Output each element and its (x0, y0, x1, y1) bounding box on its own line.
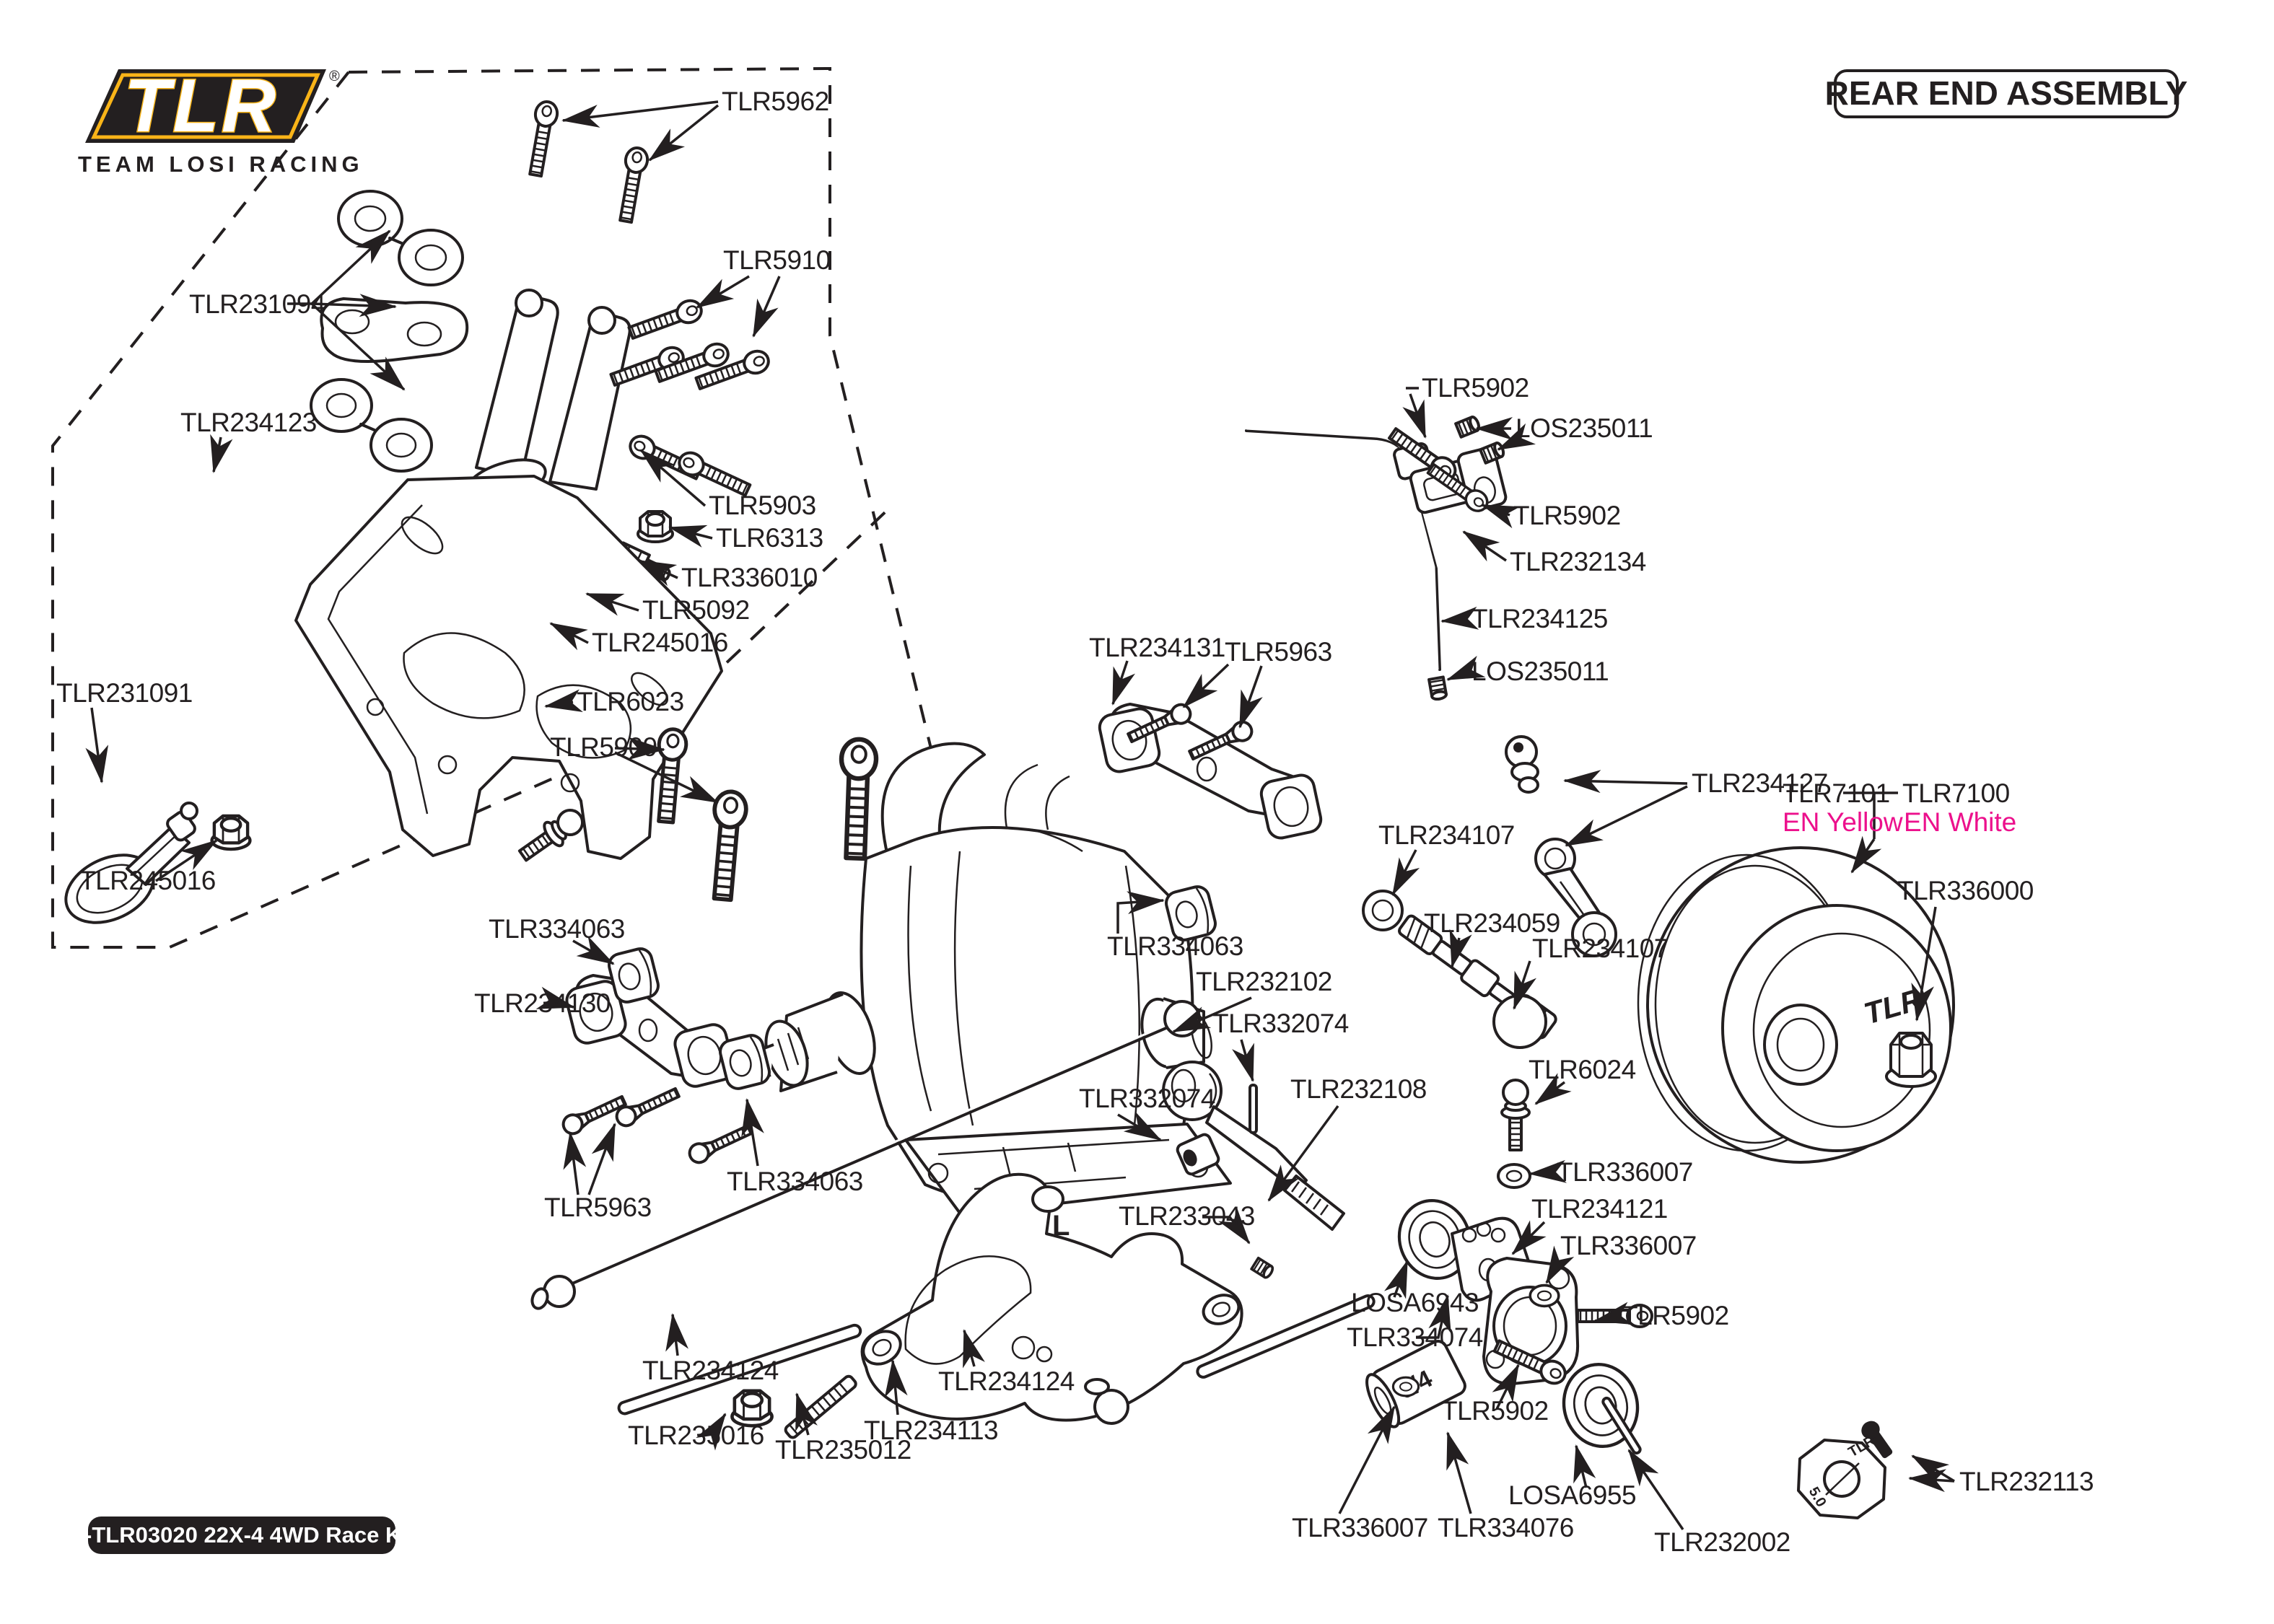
callout-tlr5910: TLR5910 (723, 245, 831, 275)
callout-tlr5902-a: TLR5902 (1422, 373, 1529, 403)
callout-tlr5902-c: TLR5902 (1622, 1301, 1729, 1330)
part-pivot-brace-right (1098, 703, 1323, 840)
callout-tlr232102: TLR232102 (1196, 967, 1332, 996)
part-screw-cluster (608, 296, 774, 501)
callout-tlr334063-c: TLR334063 (1107, 931, 1243, 961)
callout-tlr336000: TLR336000 (1897, 876, 2034, 905)
callout-tlr7101: TLR7101 (1783, 778, 1890, 808)
callout-tlr336007-b: TLR336007 (1560, 1231, 1697, 1260)
callout-tlr234059: TLR234059 (1424, 908, 1560, 938)
callout-tlr336007-a: TLR336007 (1557, 1157, 1693, 1187)
arm-side-marking: L (1052, 1210, 1070, 1242)
callout-en-white: EN White (1904, 807, 2016, 837)
callout-tlr5909: TLR5909 (550, 732, 657, 762)
callout-tlr234121: TLR234121 (1531, 1194, 1668, 1224)
kit-badge-label: C-TLR03020 22X-4 4WD Race Kit (69, 1522, 416, 1548)
part-camber-link (530, 1000, 1201, 1310)
callout-losa6955: LOSA6955 (1508, 1480, 1636, 1510)
part-body-mount (64, 802, 198, 924)
callout-tlr234125: TLR234125 (1471, 604, 1608, 633)
part-wheel-hex: TLR 5.0 (1797, 1421, 1893, 1519)
callout-tlr234131: TLR234131 (1089, 633, 1225, 662)
callout-tlr6313: TLR6313 (716, 523, 823, 553)
callout-tlr332074-b: TLR332074 (1079, 1084, 1215, 1113)
callout-tlr332074-a: TLR332074 (1212, 1009, 1349, 1038)
page-title: REAR END ASSEMBLY (1825, 74, 2188, 112)
part-shock-tower (294, 475, 723, 860)
part-wheel-nut (1885, 1032, 1937, 1088)
callout-tlr5962: TLR5962 (722, 87, 829, 116)
callout-tlr234113: TLR234113 (864, 1415, 998, 1445)
callout-tlr231091: TLR231091 (56, 678, 193, 708)
callout-tlr232134: TLR232134 (1510, 547, 1646, 576)
title-box: REAR END ASSEMBLY (1825, 69, 2188, 118)
part-locknut-left (212, 816, 250, 849)
callout-tlr334074: TLR334074 (1347, 1322, 1483, 1352)
tlr-logo: TLR ® TEAM LOSI RACING (78, 63, 364, 177)
callout-tlr234123: TLR234123 (180, 408, 317, 437)
callout-tlr5902-d: TLR5902 (1441, 1396, 1549, 1426)
callout-tlr5963-a: TLR5963 (544, 1193, 652, 1222)
part-setscrew-long (784, 1374, 857, 1439)
part-sway-link (1505, 735, 1617, 957)
callout-tlr231094: TLR231094 (189, 289, 325, 319)
callout-tlr232002: TLR232002 (1654, 1527, 1790, 1557)
callout-los235011-a: LOS235011 (1516, 413, 1653, 443)
callout-tlr245016-b: TLR245016 (79, 866, 216, 895)
callout-tlr5903: TLR5903 (709, 491, 816, 520)
callout-tlr334076: TLR334076 (1438, 1513, 1574, 1542)
part-washer-b (1529, 1283, 1560, 1308)
callout-tlr232108: TLR232108 (1290, 1074, 1427, 1104)
logo-trademark: ® (329, 69, 340, 84)
part-hex-adapter: 0/4 (1365, 1340, 1466, 1428)
part-suspension-arm: L (860, 1172, 1243, 1425)
callout-tlr6023: TLR6023 (577, 687, 684, 716)
callout-en-yellow: EN Yellow (1783, 807, 1903, 837)
logo-acronym: TLR (124, 64, 279, 148)
part-sway-bar (1245, 414, 1617, 957)
callout-tlr334063-b: TLR334063 (727, 1167, 863, 1196)
kit-badge: C-TLR03020 22X-4 4WD Race Kit (69, 1517, 416, 1554)
callout-tlr235012: TLR235012 (775, 1435, 911, 1465)
callout-tlr5092: TLR5092 (642, 595, 750, 625)
callout-tlr245016-a: TLR245016 (592, 628, 728, 657)
callout-tlr234124-l: TLR234124 (642, 1356, 779, 1385)
callout-labels: TLR5962 TLR231094 TLR5910 TLR234123 TLR5… (56, 87, 2094, 1557)
part-gearbox-screws (652, 728, 877, 900)
part-bushing-b (716, 1031, 774, 1093)
callout-tlr234127: TLR234127 (1692, 768, 1828, 798)
callout-tlr234107-a: TLR234107 (1378, 820, 1515, 850)
callout-tlr336010: TLR336010 (681, 563, 818, 592)
part-washer-c (1391, 1376, 1420, 1397)
part-gearbox (732, 742, 1232, 1216)
callout-tlr5963-b: TLR5963 (1225, 637, 1332, 667)
part-washer-a (1497, 1163, 1531, 1189)
leader-lines (85, 100, 1955, 1530)
callout-tlr5902-b: TLR5902 (1513, 501, 1621, 530)
callout-tlr234130: TLR234130 (474, 988, 611, 1018)
part-ball-stud-6024 (1500, 1079, 1531, 1151)
callout-tlr232113: TLR232113 (1959, 1467, 2094, 1496)
part-hinge-pins (617, 1294, 1376, 1415)
part-wheel: TLR (1637, 846, 1955, 1164)
callout-tlr234107-b: TLR234107 (1532, 934, 1669, 963)
part-shock-mount-set (310, 190, 469, 473)
callout-tlr233043: TLR233043 (1119, 1201, 1255, 1231)
callout-tlr6024: TLR6024 (1529, 1055, 1636, 1084)
leader-lines-turnbuckle (1391, 849, 1572, 1105)
callout-tlr336007-c: TLR336007 (1292, 1513, 1428, 1542)
callout-tlr334063-a: TLR334063 (489, 914, 625, 944)
logo-name: TEAM LOSI RACING (78, 152, 364, 177)
callout-tlr7100: TLR7100 (1902, 778, 2010, 808)
part-pivot-block-left (565, 974, 735, 1088)
callout-los235011-b: LOS235011 (1471, 657, 1609, 686)
callout-tlr234124-r: TLR234124 (938, 1366, 1075, 1396)
callout-losa6943: LOSA6943 (1351, 1288, 1479, 1317)
part-ball-stud-6023 (513, 802, 590, 869)
callout-tlr235016: TLR235016 (628, 1421, 764, 1450)
